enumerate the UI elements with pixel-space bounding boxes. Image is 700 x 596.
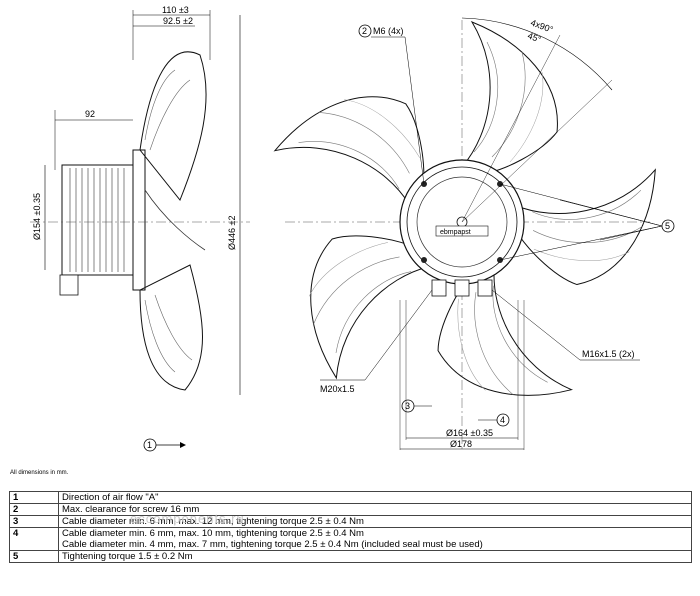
technical-drawing: 110 ±3 92.5 ±2 92 Ø154 ±0.35 Ø446 ±2 (30, 5, 683, 452)
callout-3: 3 (405, 401, 410, 411)
legend-line: Cable diameter min. 6 mm, max. 12 mm, ti… (62, 516, 364, 527)
motor-diameter-dim: Ø154 ±0.35 (32, 193, 42, 240)
legend-text: Direction of air flow "A" (58, 491, 692, 504)
legend-number: 5 (9, 550, 59, 563)
gland-right-dim: M16x1.5 (2x) (582, 349, 635, 359)
units-note: All dimensions in mm. (10, 470, 69, 476)
legend-line: Cable diameter min. 4 mm, max. 7 mm, tig… (62, 539, 483, 550)
side-view: 110 ±3 92.5 ±2 92 Ø154 ±0.35 Ø446 ±2 (30, 5, 250, 452)
angle-offset-dim: 45° (526, 30, 543, 44)
flange-diameter-dim: Ø178 (450, 439, 472, 449)
legend-line: Cable diameter min. 6 mm, max. 10 mm, ti… (62, 528, 364, 539)
watermark: eccomponents.ru (130, 511, 245, 526)
legend-text: Cable diameter min. 6 mm, max. 10 mm, ti… (58, 527, 692, 551)
callout-5: 5 (665, 221, 670, 231)
screw-thread-dim: M6 (4x) (373, 26, 404, 36)
callout-4: 4 (500, 415, 505, 425)
hub-depth-dim: 92.5 ±2 (163, 16, 193, 26)
callout-2: 2 (362, 26, 367, 36)
overall-depth-dim: 110 ±3 (162, 5, 189, 15)
legend-number: 3 (9, 515, 59, 528)
brand-logo: ebmpapst (440, 229, 471, 236)
gland-left-dim: M20x1.5 (320, 384, 355, 394)
fan-diameter-dim: Ø446 ±2 (227, 216, 237, 250)
front-view: ebmpapst 4x90° 45° 2 M6 (4x) 5 M16x1.5 (… (266, 17, 683, 450)
legend-text: Tightening torque 1.5 ± 0.2 Nm (58, 550, 692, 563)
legend-line: Direction of air flow "A" (62, 492, 159, 503)
legend-line: Tightening torque 1.5 ± 0.2 Nm (62, 551, 193, 562)
legend-number: 1 (9, 491, 59, 504)
legend-line: Max. clearance for screw 16 mm (62, 504, 200, 515)
legend-number: 4 (9, 527, 59, 551)
bolt-circle-dim: Ø164 ±0.35 (446, 428, 493, 438)
legend-number: 2 (9, 503, 59, 516)
callout-1: 1 (147, 440, 152, 450)
motor-length-dim: 92 (85, 109, 95, 119)
